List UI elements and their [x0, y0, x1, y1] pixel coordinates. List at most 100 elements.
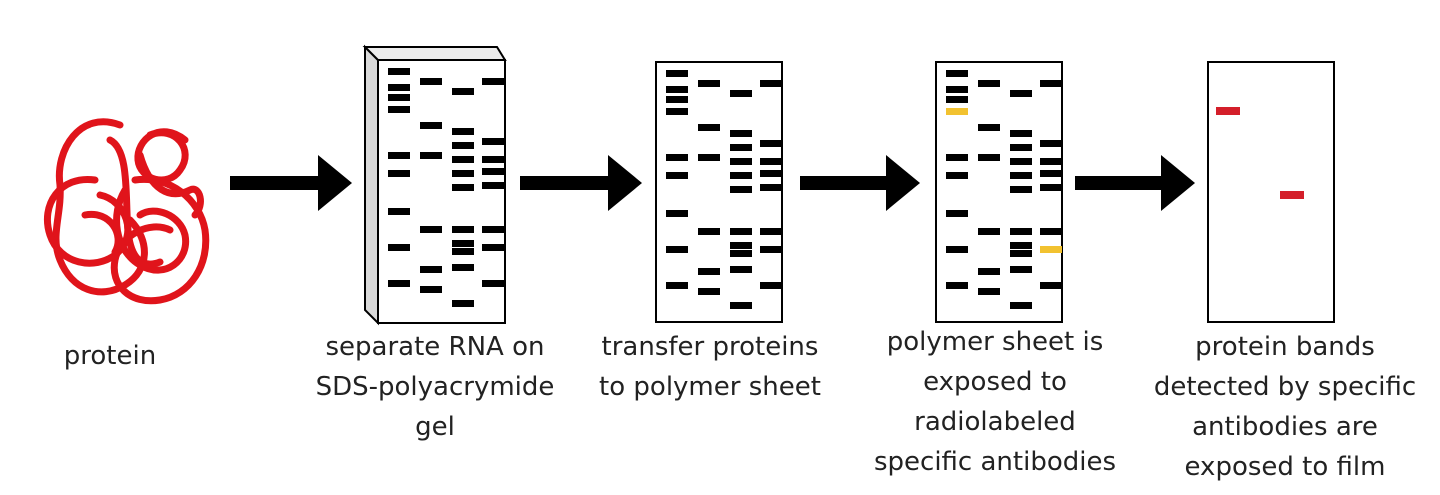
- band: [482, 168, 504, 175]
- band: [946, 70, 968, 77]
- film-icon: [1207, 61, 1335, 323]
- band: [1040, 170, 1062, 177]
- band: [1010, 302, 1032, 309]
- band: [420, 226, 442, 233]
- band: [698, 268, 720, 275]
- band: [420, 266, 442, 273]
- band: [946, 282, 968, 289]
- band: [730, 158, 752, 165]
- band: [452, 88, 474, 95]
- band: [946, 210, 968, 217]
- caption-line: detected by specific: [1153, 372, 1417, 402]
- band: [1040, 184, 1062, 191]
- band: [760, 158, 782, 165]
- band: [730, 266, 752, 273]
- caption-line: exposed to film: [1184, 452, 1386, 482]
- band: [452, 226, 474, 233]
- band: [388, 68, 410, 75]
- band: [1040, 228, 1062, 235]
- band: [730, 90, 752, 97]
- polymer-sheet-icon: [655, 61, 783, 323]
- band: [1010, 186, 1032, 193]
- band: [1040, 246, 1062, 253]
- band: [1010, 242, 1032, 249]
- band: [698, 124, 720, 131]
- band: [760, 170, 782, 177]
- caption-line: transfer proteins: [601, 332, 819, 362]
- band: [1040, 140, 1062, 147]
- gel-slab-icon: [362, 44, 507, 326]
- band: [666, 172, 688, 179]
- band: [388, 170, 410, 177]
- band: [978, 228, 1000, 235]
- band: [388, 152, 410, 159]
- band: [760, 80, 782, 87]
- caption-protein: protein: [30, 336, 190, 376]
- band: [420, 122, 442, 129]
- exposed-bands: [946, 70, 1062, 309]
- band: [760, 246, 782, 253]
- band: [452, 300, 474, 307]
- band: [730, 144, 752, 151]
- band: [452, 142, 474, 149]
- band: [482, 156, 504, 163]
- band: [388, 280, 410, 287]
- sheet-bands: [666, 70, 782, 309]
- band: [730, 302, 752, 309]
- caption-line: specific antibodies: [873, 447, 1116, 477]
- caption-line: gel: [415, 412, 455, 442]
- caption-exposed: polymer sheet is exposed to radiolabeled…: [860, 322, 1130, 482]
- band: [482, 182, 504, 189]
- exposed-sheet-icon: [935, 61, 1063, 323]
- band: [452, 240, 474, 247]
- band: [420, 78, 442, 85]
- band: [388, 208, 410, 215]
- band: [1040, 158, 1062, 165]
- caption-line: SDS-polyacrymide: [315, 372, 555, 402]
- band: [482, 226, 504, 233]
- band: [666, 282, 688, 289]
- band: [946, 246, 968, 253]
- arrow-right-icon: [800, 155, 920, 211]
- band: [1010, 158, 1032, 165]
- band: [452, 156, 474, 163]
- arrow-right-icon: [1075, 155, 1195, 211]
- band: [1040, 80, 1062, 87]
- band: [1010, 90, 1032, 97]
- band: [666, 210, 688, 217]
- film-band: [1216, 107, 1240, 115]
- band: [978, 288, 1000, 295]
- band: [698, 228, 720, 235]
- caption-gel: separate RNA on SDS-polyacrymide gel: [290, 327, 580, 447]
- band: [946, 86, 968, 93]
- band: [482, 78, 504, 85]
- band: [698, 288, 720, 295]
- band: [1010, 144, 1032, 151]
- band: [452, 128, 474, 135]
- band: [978, 154, 1000, 161]
- caption-transfer: transfer proteins to polymer sheet: [580, 327, 840, 407]
- band: [482, 280, 504, 287]
- arrow-right-icon: [520, 155, 642, 211]
- band: [760, 140, 782, 147]
- band: [452, 264, 474, 271]
- band: [730, 250, 752, 257]
- band: [946, 172, 968, 179]
- band: [666, 96, 688, 103]
- caption-line: separate RNA on: [325, 332, 545, 362]
- band: [666, 70, 688, 77]
- gel-bands: [388, 68, 504, 307]
- film-band: [1280, 191, 1304, 199]
- band: [946, 108, 968, 115]
- band: [730, 242, 752, 249]
- caption-film: protein bands detected by specific antib…: [1130, 327, 1440, 487]
- band: [420, 286, 442, 293]
- caption-line: radiolabeled: [914, 407, 1076, 437]
- band: [666, 246, 688, 253]
- band: [698, 154, 720, 161]
- band: [1010, 250, 1032, 257]
- band: [666, 108, 688, 115]
- band: [978, 80, 1000, 87]
- band: [978, 124, 1000, 131]
- band: [730, 172, 752, 179]
